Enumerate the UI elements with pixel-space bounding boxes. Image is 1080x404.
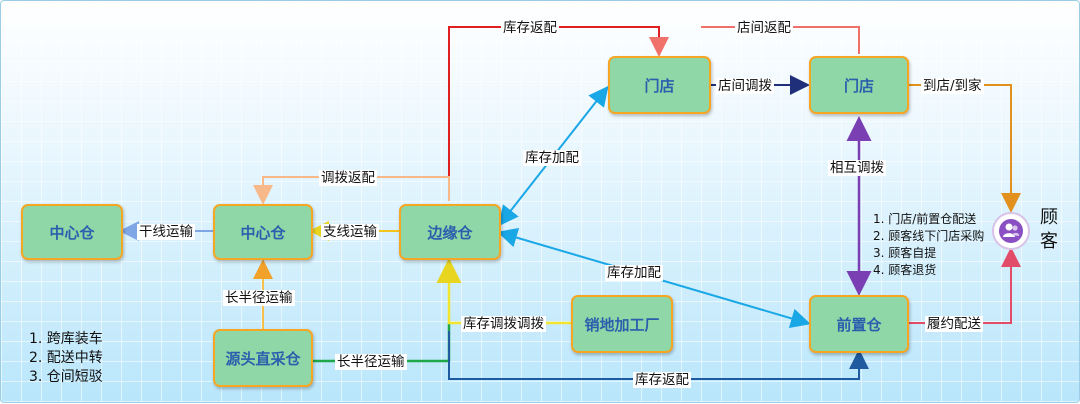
left-note-item: 2. 配送中转 <box>29 350 103 366</box>
label-long-radius-up: 长半径运输 <box>223 290 295 306</box>
right-note-item: 2. 顾客线下门店采购 <box>873 229 985 243</box>
left-note-item: 3. 仓间短驳 <box>29 369 103 385</box>
label-trunk: 干线运输 <box>137 224 195 240</box>
label-stock-add-store: 库存加配 <box>523 150 581 166</box>
customer-icon <box>992 212 1030 250</box>
right-note-item: 4. 顾客退货 <box>873 263 937 277</box>
node-central-warehouse-left: 中心仓 <box>21 204 123 260</box>
label-fulfillment: 履约配送 <box>925 316 983 332</box>
left-notes: 1. 跨库装车 2. 配送中转 3. 仓间短驳 <box>29 330 103 387</box>
right-notes: 1. 门店/前置仓配送 2. 顾客线下门店采购 3. 顾客自提 4. 顾客退货 <box>873 211 984 279</box>
node-store-a: 门店 <box>608 56 711 114</box>
label-to-store-home: 到店/到家 <box>921 78 984 94</box>
node-source-warehouse: 源头直采仓 <box>213 329 313 387</box>
right-note-item: 3. 顾客自提 <box>873 246 937 260</box>
right-note-item: 1. 门店/前置仓配送 <box>873 212 977 226</box>
label-store-transfer: 店间调拨 <box>716 78 774 94</box>
customer-label: 顾客 <box>1040 207 1058 252</box>
label-store-return: 店间返配 <box>735 20 793 36</box>
node-edge-warehouse: 边缘仓 <box>399 204 501 260</box>
node-store-b: 门店 <box>809 56 909 114</box>
label-stock-return-top: 库存返配 <box>501 20 559 36</box>
label-stock-add-front: 库存加配 <box>605 265 663 281</box>
label-branch: 支线运输 <box>321 224 379 240</box>
node-central-warehouse: 中心仓 <box>213 204 313 260</box>
label-transfer-return: 调拨返配 <box>319 170 377 186</box>
left-note-item: 1. 跨库装车 <box>29 331 103 347</box>
node-processing-plant: 销地加工厂 <box>571 295 673 353</box>
label-stock-transfer: 库存调拨调拨 <box>461 316 546 332</box>
edge-stock-transfer <box>436 258 571 325</box>
label-stock-return-bottom: 库存返配 <box>633 372 691 388</box>
edge-stock-return-top <box>448 26 669 201</box>
node-front-warehouse: 前置仓 <box>809 295 909 353</box>
label-mutual-transfer: 相互调拨 <box>828 160 886 176</box>
label-long-radius-right: 长半径运输 <box>335 354 407 370</box>
edge-to-store-home <box>909 84 1021 213</box>
